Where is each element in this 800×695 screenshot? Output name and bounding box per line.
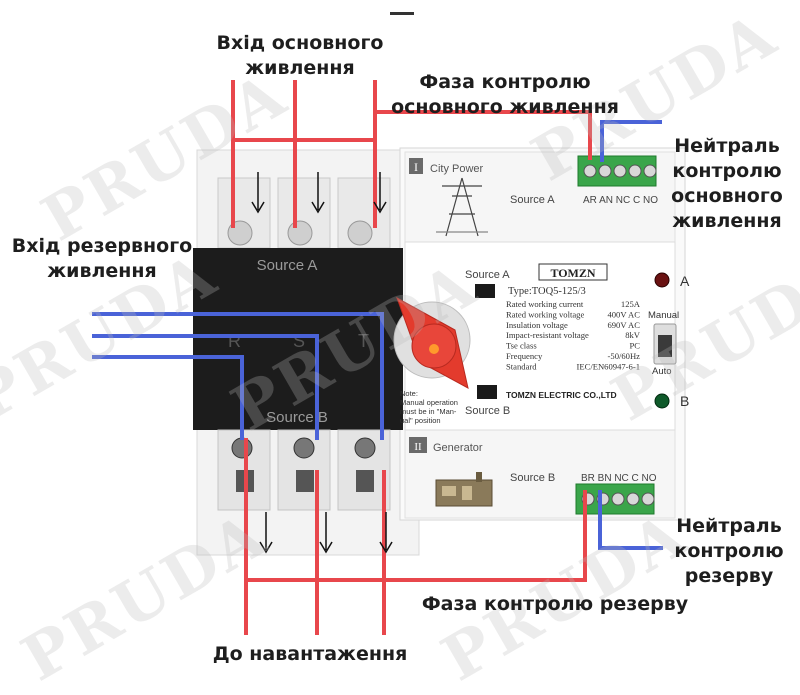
backup-neutral-control-label: Нейтраль контролю резерву bbox=[666, 514, 792, 589]
top-dash bbox=[390, 12, 414, 15]
note-line-1: Note: bbox=[400, 389, 418, 398]
power-tower-icon bbox=[436, 177, 488, 237]
mode-auto-label: Auto bbox=[652, 366, 672, 377]
roman-two-badge bbox=[409, 437, 427, 453]
spec-value: 400V AC bbox=[607, 309, 640, 319]
spec-name: Rated working voltage bbox=[506, 309, 584, 319]
backup-input-line-2: живлення bbox=[47, 260, 157, 282]
source-a-label: Source A bbox=[257, 257, 318, 274]
spec-value: IEC/EN60947-6-1 bbox=[577, 361, 641, 371]
indicator-a-lamp bbox=[654, 272, 670, 288]
backup-neutral-control-line-2: контролю bbox=[674, 540, 784, 562]
panel-source-b-label: Source B bbox=[465, 405, 510, 417]
backup-input-wire-t bbox=[92, 312, 384, 440]
backup-phase-control-label: Фаза контролю резерву bbox=[421, 593, 689, 615]
brand-label: TOMZN bbox=[550, 266, 595, 280]
terminals-b-label: BR BN NC C NO bbox=[581, 473, 657, 484]
main-neutral-control-line-2: контролю bbox=[672, 160, 782, 182]
source-b-label: Source B bbox=[266, 409, 328, 426]
load-wires bbox=[244, 438, 386, 635]
switch-body: Source A Source B R S T I City Power Sou… bbox=[193, 147, 690, 556]
spec-name: Frequency bbox=[506, 351, 543, 361]
spec-value: -50/60Hz bbox=[608, 351, 641, 361]
main-input-label-line-2: живлення bbox=[245, 57, 355, 79]
terminal-block-b bbox=[575, 483, 655, 515]
brand-box bbox=[538, 263, 608, 281]
main-phase-control-line-1: Фаза контролю bbox=[419, 71, 591, 93]
spec-name: Standard bbox=[506, 361, 537, 371]
spec-value: 8kV bbox=[625, 330, 641, 340]
main-input-label: Вхід основного живлення bbox=[190, 31, 410, 81]
panel-source-a-label: Source A bbox=[465, 269, 510, 281]
roman-one-label: I bbox=[414, 160, 418, 174]
spec-value: 125A bbox=[621, 299, 641, 309]
spec-table: Rated working current 125A Rated working v… bbox=[506, 299, 641, 371]
top-terminals bbox=[217, 177, 391, 249]
indicator-b-lamp bbox=[654, 393, 670, 409]
manufacturer-label: TOMZN ELECTRIC CO.,LTD bbox=[506, 390, 617, 400]
backup-input-label: Вхід резервного живлення bbox=[2, 234, 202, 284]
to-load-label: До навантаження bbox=[212, 643, 408, 665]
selector-knob[interactable] bbox=[393, 296, 471, 389]
indicator-a-label: A bbox=[680, 273, 690, 289]
bottom-terminals bbox=[217, 429, 391, 511]
backup-input-line-1: Вхід резервного bbox=[11, 235, 193, 257]
main-neutral-control-wire bbox=[600, 120, 662, 162]
source-b-small-label: Source B bbox=[510, 472, 555, 484]
main-neutral-control-label: Нейтраль контролю основного живлення bbox=[662, 134, 792, 234]
note-line-2: Manual operation bbox=[400, 398, 458, 407]
phase-t-label: T bbox=[358, 331, 369, 351]
city-power-label: City Power bbox=[430, 163, 484, 175]
backup-neutral-control-line-3: резерву bbox=[684, 565, 774, 587]
main-phase-control-label: Фаза контролю основного живлення bbox=[370, 70, 640, 120]
note-line-4: ual" position bbox=[400, 416, 441, 425]
main-neutral-control-line-3: основного bbox=[671, 185, 783, 207]
main-phase-control-line-2: основного живлення bbox=[391, 96, 619, 118]
main-neutral-control-line-1: Нейтраль bbox=[674, 135, 780, 157]
spec-value: 690V AC bbox=[607, 320, 640, 330]
main-neutral-control-line-4: живлення bbox=[672, 210, 782, 232]
source-a-window bbox=[475, 284, 495, 298]
spec-name: Impact-resistant voltage bbox=[506, 330, 589, 340]
backup-phase-control-wire bbox=[246, 490, 587, 582]
spec-name: Tse class bbox=[506, 341, 537, 351]
backup-input-wire-r bbox=[92, 355, 244, 440]
flow-arrows bbox=[251, 172, 393, 554]
backup-input-wire-s bbox=[92, 334, 319, 440]
terminals-a-label: AR AN NC C NO bbox=[583, 195, 658, 206]
type-label: Type:TOQ5-125/3 bbox=[508, 286, 586, 297]
backup-neutral-control-wire bbox=[598, 490, 663, 550]
spec-name: Rated working current bbox=[506, 299, 584, 309]
roman-one-badge bbox=[409, 158, 423, 174]
backup-neutral-control-line-1: Нейтраль bbox=[676, 515, 782, 537]
spec-name: Insulation voltage bbox=[506, 320, 568, 330]
mode-switch-lever[interactable] bbox=[658, 335, 672, 357]
note-line-3: must be in "Man- bbox=[400, 407, 457, 416]
mode-manual-label: Manual bbox=[648, 310, 679, 321]
spec-value: PC bbox=[629, 341, 640, 351]
black-cover bbox=[193, 248, 403, 430]
source-a-small-label: Source A bbox=[510, 194, 555, 206]
roman-two-label: II bbox=[414, 441, 422, 453]
wiring-diagram: Source A Source B R S T I City Power Sou… bbox=[92, 80, 690, 635]
generator-icon bbox=[435, 472, 493, 507]
wires bbox=[92, 80, 663, 635]
generator-label: Generator bbox=[433, 442, 483, 454]
main-input-label-line-1: Вхід основного bbox=[216, 32, 384, 54]
source-b-window bbox=[477, 385, 497, 399]
indicator-b-label: B bbox=[680, 393, 689, 409]
main-phase-control-wire bbox=[232, 110, 592, 160]
terminal-block-a bbox=[577, 155, 657, 187]
